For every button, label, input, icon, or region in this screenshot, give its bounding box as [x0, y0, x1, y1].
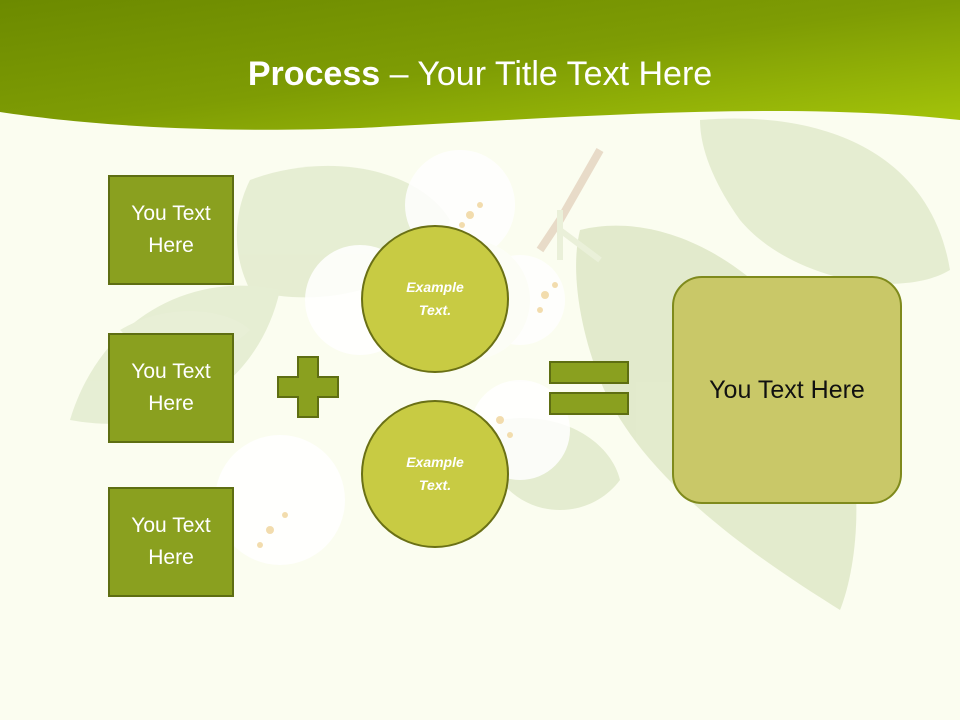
example-circle-2: Example Text.: [361, 400, 509, 548]
result-text: You Text Here: [709, 375, 865, 404]
example-circle-1: Example Text.: [361, 225, 509, 373]
result-box: You Text Here: [672, 276, 902, 504]
input-box-2: You Text Here: [108, 333, 234, 443]
input-box-1: You Text Here: [108, 175, 234, 285]
equals-icon: [549, 361, 629, 415]
header-band: [0, 0, 960, 130]
title-rest: – Your Title Text Here: [380, 55, 713, 93]
title-bold: Process: [247, 55, 381, 93]
input-box-3: You Text Here: [108, 487, 234, 597]
slide-title: Process – Your Title Text Here: [0, 52, 960, 96]
plus-icon: [277, 356, 339, 418]
